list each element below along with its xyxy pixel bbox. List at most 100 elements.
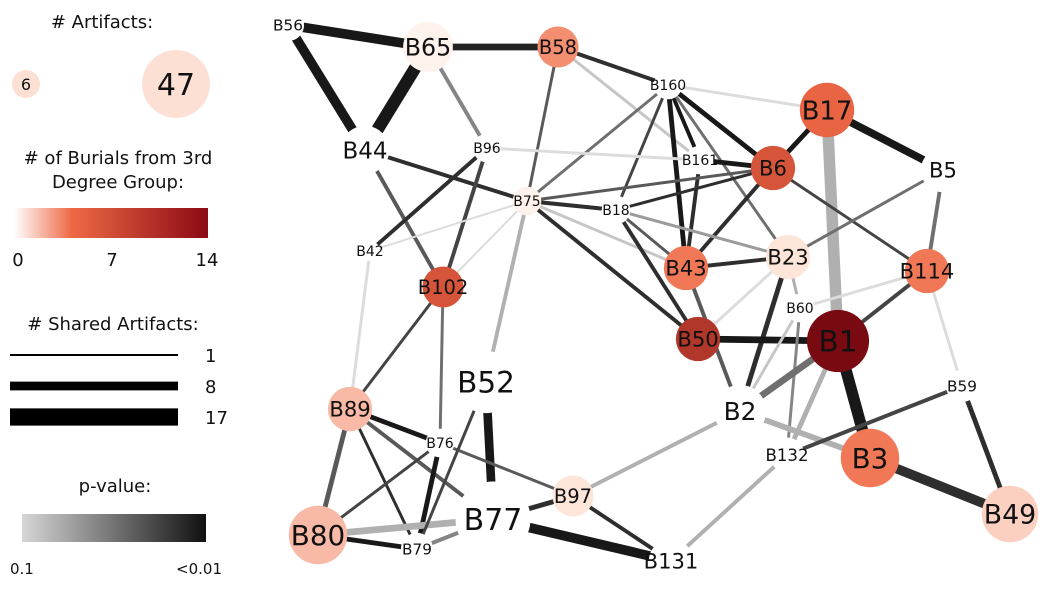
edge-B23-B2: [737, 256, 791, 412]
legend-shared-label-8: 8: [205, 377, 216, 398]
edge-B96-B102: [441, 147, 489, 288]
edge-B5-B23: [787, 168, 944, 259]
edge-B160-B43: [665, 84, 689, 269]
node-B96: B96: [472, 133, 502, 163]
node-label-B1: B1: [818, 325, 857, 359]
node-B49: B49: [981, 485, 1039, 543]
edge-B58-B161: [557, 45, 701, 162]
node-circle-B160: [653, 70, 683, 100]
node-label-B44: B44: [342, 138, 387, 164]
node-circle-B96: [472, 133, 502, 163]
node-B77: B77: [455, 481, 531, 557]
node-circle-B75: [512, 186, 542, 216]
node-B17: B17: [799, 82, 855, 138]
node-B114: B114: [900, 248, 955, 294]
node-B97: B97: [552, 475, 594, 517]
node-B58: B58: [537, 26, 579, 68]
node-circle-B65: [403, 22, 453, 72]
node-label-B42: B42: [356, 244, 383, 260]
legend-burials-tick-14: 14: [196, 250, 219, 271]
node-label-B50: B50: [677, 327, 718, 352]
node-circle-B79: [400, 532, 434, 566]
node-B5: B5: [920, 147, 966, 193]
edge-B58-B75: [525, 46, 560, 202]
node-label-B97: B97: [554, 485, 592, 508]
node-label-B114: B114: [900, 259, 955, 284]
node-label-B6: B6: [759, 156, 787, 181]
node-label-B131: B131: [644, 549, 699, 574]
legend-artifacts-large-label: 47: [157, 68, 195, 103]
edge-B75-B18: [526, 199, 617, 212]
node-label-B96: B96: [473, 141, 501, 157]
legend-burials-tick-7: 7: [106, 250, 117, 271]
edge-B75-B42: [369, 200, 528, 252]
node-B80: B80: [288, 505, 348, 565]
legend-burials-title-line2: Degree Group:: [51, 172, 185, 193]
node-circle-B77: [455, 481, 531, 557]
node-circle-B60: [785, 293, 815, 323]
edge-B160-B18: [614, 84, 670, 211]
legend-shared-title: # Shared Artifacts:: [27, 314, 199, 335]
node-B18: B18: [601, 195, 631, 225]
node-circle-B1: [806, 309, 870, 373]
edge-B17-B1: [821, 109, 844, 342]
node-circle-B89: [327, 386, 373, 432]
node-circle-B17: [799, 82, 855, 138]
node-circle-B49: [981, 485, 1039, 543]
node-circle-B97: [552, 475, 594, 517]
node-label-B60: B60: [786, 301, 813, 317]
edge-B6-B114: [772, 166, 928, 273]
node-B42: B42: [356, 241, 384, 261]
node-circle-B131: [648, 538, 694, 584]
node-label-B79: B79: [402, 540, 432, 558]
node-circle-B3: [840, 428, 900, 488]
node-B2: B2: [713, 384, 767, 438]
edge-B75-B50: [525, 199, 700, 341]
node-B132: B132: [765, 437, 809, 473]
node-label-B59: B59: [947, 377, 977, 395]
edge-B56-B44: [283, 22, 370, 153]
edge-B18-B50: [614, 208, 700, 341]
node-label-B80: B80: [291, 519, 345, 552]
node-B79: B79: [400, 532, 434, 566]
edge-B160-B6: [666, 83, 775, 170]
legend-artifacts-small-label: 6: [21, 75, 31, 94]
node-label-B102: B102: [418, 276, 469, 299]
node-B43: B43: [663, 245, 709, 291]
node-B131: B131: [644, 538, 699, 584]
node-circle-B50: [675, 316, 721, 362]
node-circle-B59: [945, 369, 979, 403]
node-B44: B44: [340, 125, 390, 175]
node-circle-B23: [765, 234, 811, 280]
node-B76: B76: [425, 428, 455, 458]
node-label-B2: B2: [724, 397, 757, 426]
edge-B102-B89: [348, 286, 445, 410]
node-circle-B44: [340, 125, 390, 175]
edge-B96-B42: [368, 146, 489, 253]
node-label-B161: B161: [682, 153, 718, 169]
node-label-B18: B18: [602, 203, 629, 219]
node-label-B5: B5: [929, 158, 957, 183]
legend-pvalue-high-label: <0.01: [176, 560, 222, 578]
node-label-B132: B132: [765, 446, 808, 465]
network-edges: [283, 20, 1013, 566]
edge-B132-B59: [786, 384, 963, 457]
node-label-B58: B58: [539, 36, 577, 59]
node-B56: B56: [271, 8, 305, 42]
legend-shared-label-1: 1: [205, 346, 216, 367]
legend-shared-label-17: 17: [205, 408, 228, 429]
legend-pvalue-low-label: 0.1: [10, 560, 34, 578]
legend-artifacts-title: # Artifacts:: [50, 12, 154, 33]
edge-B44-B75: [364, 148, 528, 203]
node-B75: B75: [512, 186, 542, 216]
node-label-B43: B43: [665, 256, 706, 281]
node-B52: B52: [454, 350, 518, 414]
node-label-B17: B17: [802, 96, 853, 126]
node-B102: B102: [418, 266, 469, 308]
node-label-B56: B56: [273, 16, 303, 34]
edge-B42-B89: [348, 250, 372, 410]
edge-B76-B79: [414, 442, 443, 550]
node-label-B23: B23: [767, 245, 808, 270]
